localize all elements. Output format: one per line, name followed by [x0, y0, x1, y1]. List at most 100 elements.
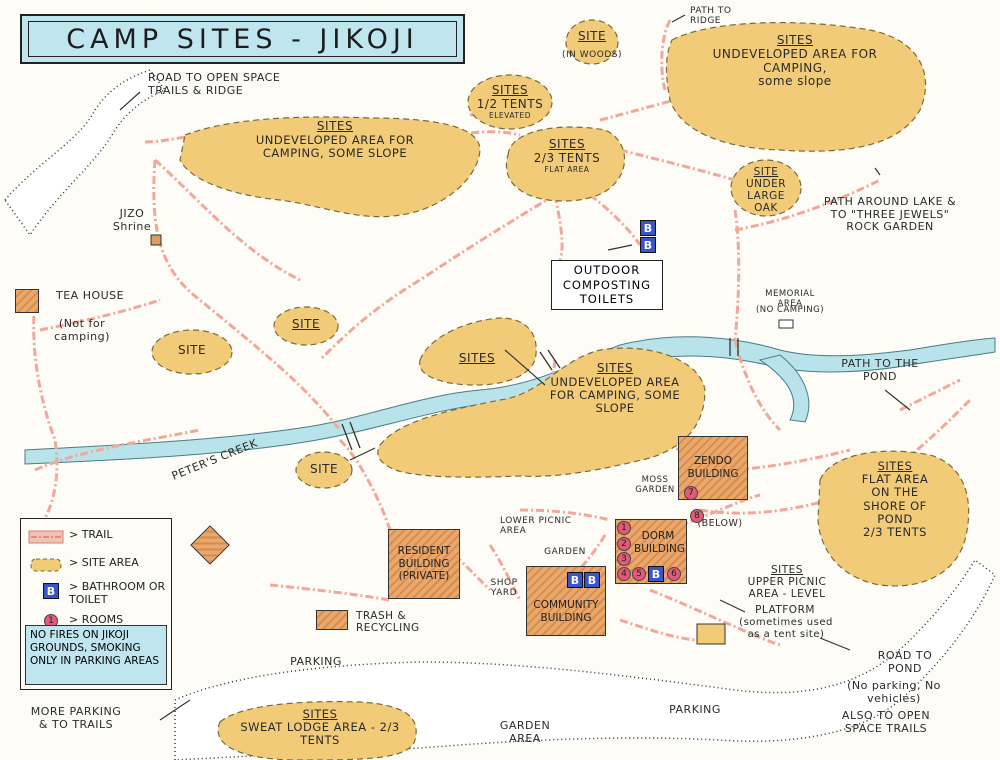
room-marker: 1 [617, 521, 631, 535]
label-road-to-pond-note: (No parking, No vehicles) [847, 679, 941, 705]
site-line1: 1/2 TENTS [476, 96, 544, 111]
site-in-woods: SITE (IN WOODS) [560, 29, 624, 60]
site-creek-west: SITES [452, 351, 502, 366]
room-marker: 4 [617, 567, 631, 581]
bathroom-marker: B [567, 572, 583, 588]
room-marker: 6 [667, 567, 681, 581]
bridges [341, 338, 739, 451]
label-memorial-note: (NO CAMPING) [755, 305, 825, 315]
site-heading: SITES [491, 83, 529, 97]
site-heading: SITES [596, 361, 634, 375]
site-line3: shore of [863, 498, 927, 513]
label-more-parking: MORE PARKING & TO TRAILS [30, 705, 122, 731]
tea-house-building [15, 289, 39, 313]
site-heading: SITES [316, 119, 354, 133]
site-sweat-lodge: SITES SWEAT LODGE AREA - 2/3 TENTS [232, 707, 408, 748]
label-path-around-lake: PATH AROUND LAKE & TO "THREE JEWELS" ROC… [823, 195, 957, 234]
site-pond-shore: SITES FLAT AREA on the shore of POND 2/3… [830, 459, 960, 539]
label-moss-garden: MOSS GARDEN [635, 475, 675, 495]
bathroom-marker: B [584, 572, 600, 588]
site-middle-small: SITE [284, 317, 328, 332]
site-heading: SITES [302, 707, 338, 721]
label-platform-note: (sometimes used as a tent site) [739, 617, 833, 640]
resident-label: RESIDENT BUILDING (PRIVATE) [397, 545, 451, 583]
label-below: (BELOW) [697, 518, 743, 529]
room-marker: 8 [690, 509, 704, 523]
label-garden-area: GARDEN AREA [499, 719, 551, 745]
site-heading: SITE [177, 343, 207, 357]
label-path-to-ridge: PATH TO RIDGE [690, 6, 732, 27]
site-line1: FLAT AREA [861, 472, 929, 487]
legend-bathroom-icon: B [43, 583, 59, 599]
site-half-tents: SITES 1/2 TENTS ELEVATED [470, 83, 550, 120]
site-heading: SITES [458, 351, 496, 365]
site-heading: SITES [548, 137, 586, 151]
label-road-to-pond: ROAD TO POND [877, 649, 933, 675]
label-path-to-pond: PATH TO THE POND [841, 357, 919, 383]
legend: > TRAIL > SITE AREA B > BATHROOM OR TOIL… [20, 518, 172, 690]
site-heading: SITE [291, 317, 321, 331]
label-parking-left: PARKING [290, 655, 342, 668]
room-marker: 7 [684, 486, 698, 500]
site-upper-right: SITES UNDEVELOPED AREA FOR CAMPING, some… [680, 33, 910, 89]
legend-note: NO FIRES ON JIKOJI GROUNDS, SMOKING ONLY… [25, 625, 167, 685]
label-outdoor-toilets: OUTDOOR COMPOSTING TOILETS [551, 260, 663, 310]
label-parking-right: PARKING [669, 703, 721, 716]
legend-trail: > TRAIL [69, 528, 113, 541]
site-under-oak: SITE UNDER LARGE OAK [736, 166, 796, 214]
map-title: CAMP SITES - JIKOJI [28, 21, 457, 57]
room-marker: 5 [632, 567, 646, 581]
jizo-shrine-marker [150, 234, 162, 246]
site-left-small: SITE [170, 343, 214, 358]
site-heading: SITE [309, 462, 339, 476]
bathroom-marker: B [648, 566, 664, 582]
memorial-marker [778, 319, 794, 329]
label-jizo-shrine: JIZO Shrine [112, 207, 152, 233]
label-road-to-open-space: ROAD TO OPEN SPACE TRAILS & RIDGE [148, 71, 281, 97]
legend-site-area: > SITE AREA [69, 556, 139, 569]
legend-bathroom: > BATHROOM OR TOILET [69, 580, 166, 606]
site-text: UNDEVELOPED AREA FOR CAMPING, SOME SLOPE [255, 132, 415, 161]
label-shop-yard: SHOP YARD [490, 578, 518, 599]
label-lower-picnic: LOWER PICNIC AREA [500, 516, 572, 537]
site-note: (IN WOODS) [562, 49, 622, 60]
bathroom-marker: B [640, 220, 656, 236]
peters-creek [24, 336, 996, 465]
label-tea-house-note: (Not for camping) [54, 317, 110, 343]
site-line1: 2/3 TENTS [533, 150, 601, 165]
site-note: some slope [758, 74, 832, 89]
dorm-label: DORM BUILDING [634, 529, 686, 555]
site-creek-small: SITE [302, 462, 346, 477]
site-heading: SITES [771, 564, 803, 576]
legend-swatches [28, 530, 64, 572]
site-center: SITES UNDEVELOPED AREA FOR CAMPING, SOME… [545, 361, 685, 415]
label-also-open-space: ALSO TO OPEN SPACE TRAILS [841, 709, 931, 735]
site-text: UNDER LARGE OAK [745, 178, 787, 215]
site-text: UPPER PICNIC AREA - LEVEL [747, 576, 827, 601]
site-upper-picnic: SITES UPPER PICNIC AREA - LEVEL [732, 564, 842, 600]
site-text: SWEAT LODGE AREA - 2/3 TENTS [240, 720, 400, 748]
site-flat-area-top: SITES 2/3 TENTS FLAT AREA [522, 137, 612, 174]
label-memorial-area: MEMORIAL AREA [765, 289, 815, 309]
site-heading: SITE [577, 29, 607, 43]
label-garden: GARDEN [544, 547, 586, 557]
site-text: UNDEVELOPED AREA FOR CAMPING, [712, 46, 878, 75]
label-trash: TRASH & RECYCLING [356, 610, 420, 635]
site-line2: on the [871, 485, 919, 500]
site-heading: SITES [877, 459, 913, 473]
site-upper-left: SITES UNDEVELOPED AREA FOR CAMPING, SOME… [225, 119, 445, 161]
trash-recycling-building [316, 610, 348, 630]
zendo-label: ZENDO BUILDING [687, 455, 739, 480]
site-heading: SITE [753, 166, 779, 178]
legend-rooms: > ROOMS [69, 613, 124, 626]
toilet-label-text: OUTDOOR COMPOSTING TOILETS [562, 263, 652, 307]
site-line2: FLAT AREA [544, 164, 590, 174]
community-label: COMMUNITY BUILDING [533, 599, 599, 624]
label-platform: PLATFORM [755, 604, 815, 616]
road-top-left [4, 69, 167, 237]
bathroom-marker: B [640, 237, 656, 253]
room-marker: 2 [617, 537, 631, 551]
site-line4: POND [877, 511, 913, 526]
